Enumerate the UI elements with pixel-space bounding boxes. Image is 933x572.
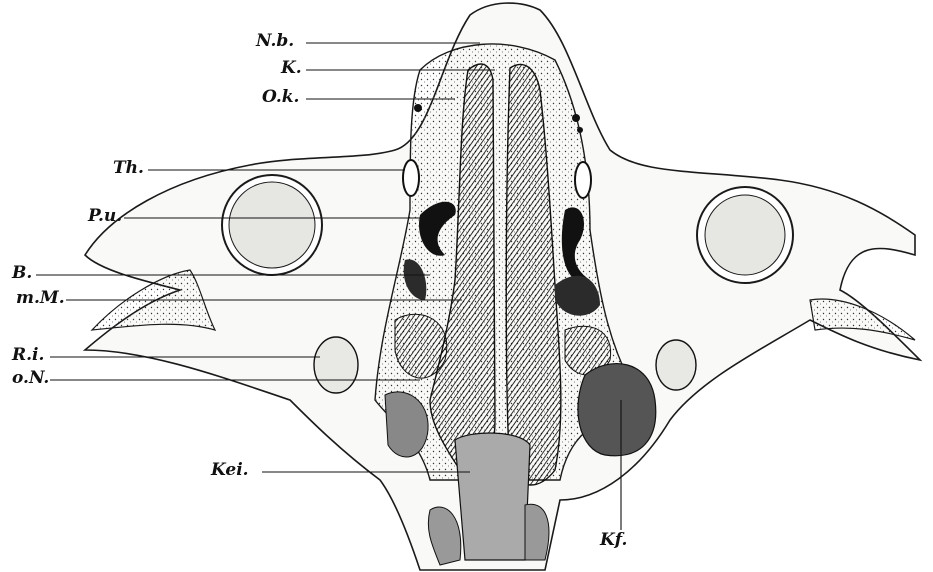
nerve-dot-right-2 (577, 127, 583, 133)
palate-block (455, 433, 530, 560)
right-rounded-body (656, 340, 696, 390)
left-orbit-inner (229, 182, 315, 268)
left-turbinate-lower (395, 314, 447, 378)
label-pu: P.u. (88, 207, 122, 225)
left-rounded-body (314, 337, 358, 393)
label-ok: O.k. (262, 88, 299, 106)
label-lacrimal: Th. (113, 159, 144, 177)
nerve-dot-right-1 (572, 114, 580, 122)
right-lower-bone (525, 504, 549, 560)
label-b: B. (12, 264, 32, 282)
right-lacrimal-duct (575, 162, 591, 198)
label-ri: R.i. (12, 346, 44, 364)
label-nasal-bone: N.b. (256, 32, 294, 50)
label-mm: m.M. (16, 289, 65, 307)
right-maxillary-sinus (578, 364, 656, 456)
label-on: o.N. (12, 369, 49, 387)
left-lacrimal-duct (403, 160, 419, 196)
label-kf: Kf. (600, 531, 627, 549)
right-orbit-inner (705, 195, 785, 275)
nerve-dot-left (414, 104, 422, 112)
label-cartilage: K. (281, 59, 302, 77)
label-kei: Kei. (211, 461, 249, 479)
